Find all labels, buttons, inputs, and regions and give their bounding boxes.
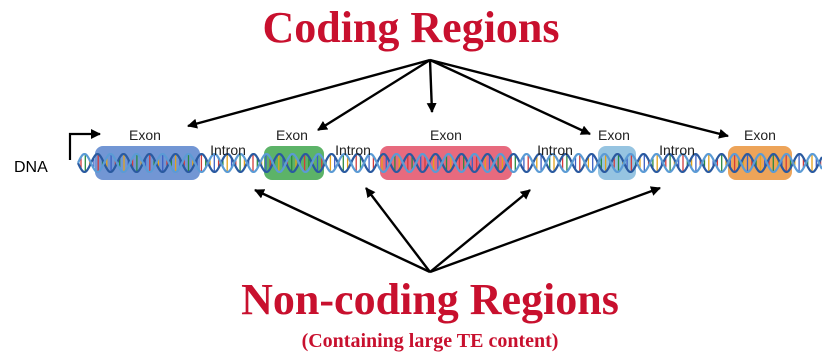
exon-block-4: [598, 146, 636, 180]
exon-label-2: Exon: [276, 127, 308, 143]
noncoding-arrow-4: [429, 186, 661, 274]
intron-label-1: Intron: [210, 142, 246, 158]
noncoding-regions-subtitle: (Containing large TE content): [301, 330, 559, 352]
coding-arrow-1: [187, 58, 431, 129]
dna-label: DNA: [14, 159, 48, 176]
noncoding-arrow-2: [365, 187, 431, 273]
intron-label-2: Intron: [335, 142, 371, 158]
transcription-start-arrow: [68, 129, 101, 160]
coding-regions-title: Coding Regions: [262, 3, 560, 52]
noncoding-regions-title: Non-coding Regions: [241, 275, 619, 324]
intron-label-3: Intron: [537, 142, 573, 158]
exon-label-5: Exon: [744, 127, 776, 143]
exon-label-1: Exon: [129, 127, 161, 143]
helix-strand-a: [77, 152, 822, 174]
noncoding-arrow-1: [254, 188, 431, 274]
coding-arrows: [187, 58, 729, 139]
coding-arrow-4: [429, 58, 591, 136]
dna-double-helix: [77, 152, 822, 174]
coding-arrow-5: [429, 58, 729, 139]
intron-label-4: Intron: [659, 142, 695, 158]
noncoding-arrows: [254, 186, 661, 274]
exon-label-4: Exon: [598, 127, 630, 143]
exon-label-3: Exon: [430, 127, 462, 143]
helix-strand-b: [77, 152, 822, 174]
noncoding-arrow-3: [429, 189, 531, 273]
coding-arrow-2: [317, 58, 431, 132]
coding-arrow-3: [426, 59, 437, 113]
